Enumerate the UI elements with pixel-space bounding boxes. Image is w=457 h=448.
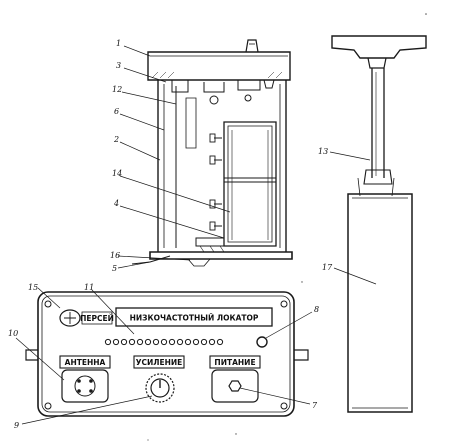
leader-lines-panel: [15, 287, 313, 425]
callout-15: 15: [28, 283, 38, 292]
callout-5: 5: [112, 264, 117, 273]
probe-assembly: [331, 35, 427, 413]
callout-16: 16: [110, 251, 120, 260]
leader-13: [329, 151, 371, 161]
callout-4: 4: [113, 199, 119, 208]
indicator-led: [256, 336, 268, 348]
callout-6: 6: [114, 107, 119, 116]
callout-13: 13: [318, 147, 328, 156]
panel-title: НИЗКОЧАСТОТНЫЙ ЛОКАТОР: [130, 314, 259, 323]
gain-label: УСИЛЕНИЕ: [136, 358, 183, 367]
power-label: ПИТАНИЕ: [214, 358, 255, 367]
pin-icon: [77, 389, 81, 393]
pin-icon: [89, 379, 93, 383]
scan-noise: [147, 13, 427, 441]
callout-12: 12: [112, 85, 122, 94]
callout-9: 9: [14, 421, 19, 430]
callout-7: 7: [312, 401, 318, 410]
callout-3: 3: [116, 61, 121, 70]
callout-2: 2: [113, 135, 119, 144]
power-connector: [228, 380, 242, 392]
gain-knob: [145, 373, 175, 403]
pin-icon: [77, 379, 81, 383]
leader-lines-upper: [117, 45, 231, 269]
housing-cutaway: [131, 39, 293, 267]
leader-17: [333, 267, 377, 285]
control-panel: [25, 291, 309, 417]
callout-10: 10: [8, 329, 18, 338]
antenna-label: АНТЕННА: [65, 358, 106, 367]
callout-11: 11: [84, 283, 94, 292]
callout-8: 8: [314, 305, 319, 314]
pin-icon: [89, 389, 93, 393]
brand-label: ПЕРСЕЙ: [80, 314, 114, 323]
callout-17: 17: [322, 263, 333, 272]
callout-1: 1: [116, 39, 121, 48]
led-bar: [104, 338, 224, 346]
callout-14: 14: [112, 169, 122, 178]
